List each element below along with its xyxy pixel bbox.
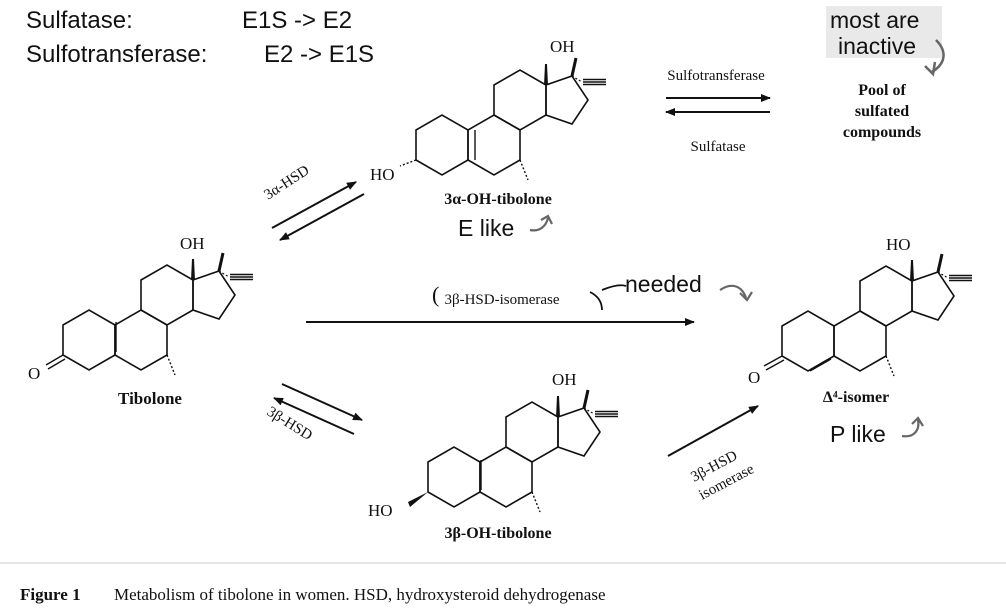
delta4-ho-group: HO [886,235,911,254]
pool-line-2: sulfated [855,103,909,120]
header-sulfotransferase-value: E2 -> E1S [264,41,374,68]
tibolone-oh-group: OH [180,234,205,253]
alpha-oh-tibolone-label: 3α-OH-tibolone [444,191,552,208]
alpha-hsd-forward-arrow [271,181,357,229]
delta4-isomer-label: Δ⁴-isomer [823,389,889,406]
header-sulfotransferase-label: Sulfotransferase: [26,41,207,68]
beta-hsd-label: 3β-HSD [264,404,315,444]
beta-ho-group: HO [368,501,393,520]
delta4-isomer-structure [763,252,974,378]
tibolone-label: Tibolone [118,389,182,408]
header-sulfatase-value: E1S -> E2 [242,7,352,34]
tibolone-keto-o: O [28,364,40,383]
alpha-oh-tibolone-structure [399,56,608,182]
sulfatase-label: Sulfatase [691,139,746,155]
needed-annotation: needed [625,271,702,297]
alpha-oh-group: OH [550,37,575,56]
tibolone-structure [45,251,255,377]
delta4-keto-o: O [748,368,760,387]
inactive-text: inactive [838,33,916,59]
beta-isomerase-arrow [667,405,759,457]
beta-hsd-reverse-arrow [273,397,355,435]
beta-oh-tibolone-structure [408,388,620,514]
pool-line-3: compounds [843,124,921,141]
isomerase-open-paren: ( [432,282,439,307]
pool-line-1: Pool of [858,82,906,99]
alpha-ho-group: HO [370,165,395,184]
beta-oh-group: OH [552,370,577,389]
e-like-annotation: E like [458,215,514,241]
p-like-arrow [901,419,920,438]
alpha-hsd-label: 3α-HSD [261,162,312,203]
p-like-annotation: P like [830,421,886,447]
beta-oh-tibolone-label: 3β-OH-tibolone [444,525,551,542]
e-like-arrow [529,217,550,232]
sulfotransferase-label: Sulfotransferase [667,68,765,84]
isomerase-main-label: 3β-HSD-isomerase [444,292,559,308]
alpha-hsd-reverse-arrow [279,193,365,241]
needed-arrow [719,284,748,299]
caption-label: Figure 1 [20,585,81,604]
most-inactive-highlight [826,6,942,58]
beta-hsd-forward-arrow [281,383,363,421]
caption-text: Metabolism of tibolone in women. HSD, hy… [114,585,606,604]
most-are-text: most are [830,7,919,33]
header-sulfatase-label: Sulfatase: [26,7,133,34]
